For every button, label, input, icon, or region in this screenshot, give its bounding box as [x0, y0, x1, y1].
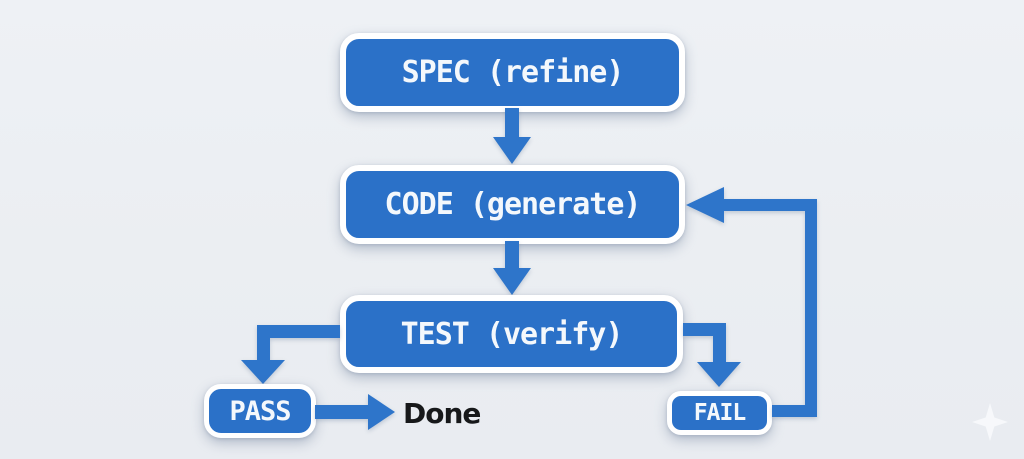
flow-node-pass: PASS [204, 384, 316, 438]
flow-node-fail: FAIL [667, 391, 772, 435]
done-label: Done [403, 397, 481, 430]
flow-node-test: TEST (verify) [340, 295, 683, 373]
sparkle-icon [972, 403, 1008, 441]
flow-node-code-label: CODE (generate) [384, 187, 642, 222]
flow-node-code: CODE (generate) [340, 165, 685, 244]
flow-node-test-label: TEST (verify) [400, 316, 624, 352]
flow-node-spec: SPEC (refine) [340, 33, 685, 112]
flow-node-pass-label: PASS [229, 395, 291, 427]
flow-node-fail-label: FAIL [693, 400, 746, 426]
flow-node-spec-label: SPEC (refine) [401, 55, 625, 90]
